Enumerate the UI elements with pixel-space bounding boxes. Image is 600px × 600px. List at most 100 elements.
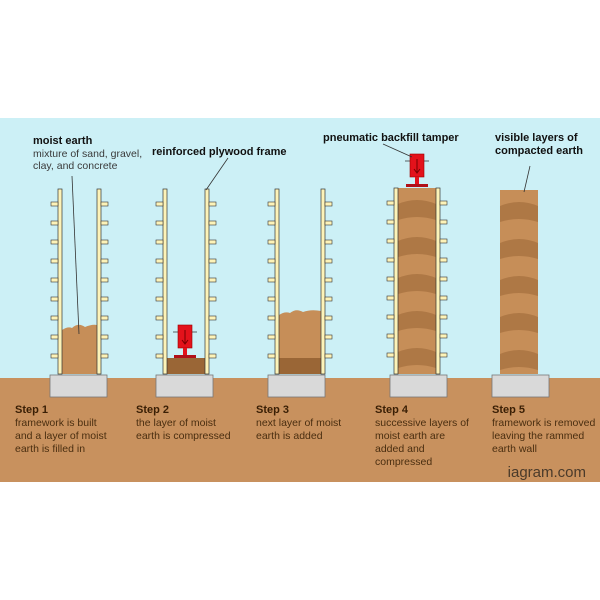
- frame-rung: [324, 220, 333, 226]
- step-text: earth is added: [256, 430, 323, 442]
- frame-rung: [50, 258, 59, 264]
- step-title: Step 3: [256, 404, 290, 416]
- frame-rung: [208, 353, 217, 359]
- frame-rung: [50, 296, 59, 302]
- frame-rung: [439, 352, 448, 358]
- earth-layer: [398, 274, 436, 294]
- earth-layer: [500, 202, 538, 222]
- frame-rung: [324, 334, 333, 340]
- tamper-label: pneumatic backfill tamper: [323, 132, 459, 145]
- plywood-frame-title: reinforced plywood frame: [152, 146, 287, 158]
- frame-rung: [386, 200, 395, 206]
- frame-rung: [386, 219, 395, 225]
- step-5-caption: Step 5 framework is removed leaving the …: [492, 404, 595, 456]
- frame-rung: [155, 239, 164, 245]
- step-title: Step 2: [136, 404, 170, 416]
- frame-post: [96, 188, 102, 375]
- frame-rung: [386, 257, 395, 263]
- step-text: compressed: [375, 456, 433, 468]
- earth-layer: [398, 200, 436, 220]
- frame-post: [57, 188, 63, 375]
- frame-leader-line: [205, 157, 229, 191]
- step-text: framework is removed: [492, 417, 596, 429]
- frame-rung: [267, 220, 276, 226]
- step-text: framework is built: [15, 417, 97, 429]
- frame-rung: [267, 296, 276, 302]
- frame-rung: [439, 238, 448, 244]
- frame-rung: [267, 201, 276, 207]
- frame-post: [393, 187, 399, 375]
- frame-rung: [267, 353, 276, 359]
- frame-rung: [439, 219, 448, 225]
- frame-rung: [324, 315, 333, 321]
- compressed-earth: [167, 358, 205, 374]
- frame-rung: [50, 201, 59, 207]
- tamper-foot: [174, 355, 196, 358]
- step-3-caption: Step 3 next layer of moist earth is adde…: [256, 404, 341, 443]
- frame-rung: [155, 220, 164, 226]
- frame-rung: [208, 220, 217, 226]
- frame-rung: [267, 315, 276, 321]
- frame-rung: [50, 277, 59, 283]
- step-text: earth is filled in: [15, 443, 86, 455]
- frame-rung: [208, 239, 217, 245]
- frame-rung: [100, 258, 109, 264]
- frame-rung: [50, 239, 59, 245]
- moist-earth-desc: clay, and concrete: [33, 160, 118, 172]
- step-text: leaving the rammed: [492, 430, 585, 442]
- frame-rung: [208, 334, 217, 340]
- down-arrow-icon: [413, 159, 421, 174]
- frame-rung: [386, 352, 395, 358]
- step-1-caption: Step 1 framework is built and a layer of…: [15, 404, 107, 456]
- frame-rung: [155, 258, 164, 264]
- frame-rung: [324, 239, 333, 245]
- step-4-caption: Step 4 successive layers of moist earth …: [375, 404, 469, 469]
- visible-layers-title: compacted earth: [495, 144, 584, 157]
- tamper-shaft: [415, 177, 419, 184]
- frame-rung: [386, 238, 395, 244]
- frame-rung: [267, 334, 276, 340]
- earth-layer: [500, 239, 538, 259]
- frame-rung: [386, 295, 395, 301]
- down-arrow-icon: [181, 330, 189, 345]
- visible-layers-title: visible layers of: [495, 132, 578, 144]
- frame-rung: [439, 257, 448, 263]
- frame-rung: [324, 258, 333, 264]
- moist-earth-fill: [279, 310, 321, 358]
- concrete-footing: [491, 374, 550, 398]
- concrete-footing: [49, 374, 108, 398]
- frame-rung: [100, 334, 109, 340]
- concrete-footing: [389, 374, 448, 398]
- frame-rung: [155, 315, 164, 321]
- frame-rung: [439, 200, 448, 206]
- frame-rung: [439, 295, 448, 301]
- concrete-footing: [267, 374, 326, 398]
- frame-rung: [208, 315, 217, 321]
- frame-rung: [267, 277, 276, 283]
- frame-rung: [439, 333, 448, 339]
- tamper-foot: [406, 184, 428, 187]
- frame-post: [320, 188, 326, 375]
- frame-rung: [155, 296, 164, 302]
- frame-rung: [386, 314, 395, 320]
- frame-rung: [324, 353, 333, 359]
- step-text: next layer of moist: [256, 417, 342, 429]
- moist-earth-label: moist earth mixture of sand, gravel, cla…: [33, 135, 142, 173]
- frame-rung: [386, 333, 395, 339]
- step-text: earth wall: [492, 443, 537, 455]
- frame-rung: [324, 201, 333, 207]
- moist-earth-title: moist earth: [33, 135, 93, 147]
- moist-earth-desc: mixture of sand, gravel,: [33, 147, 143, 160]
- moist-earth-leader-line: [71, 175, 80, 335]
- frame-rung: [324, 277, 333, 283]
- frame-rung: [267, 239, 276, 245]
- frame-rung: [50, 315, 59, 321]
- frame-rung: [50, 220, 59, 226]
- earth-layer: [398, 237, 436, 257]
- moist-earth-fill: [62, 324, 97, 374]
- frame-rung: [155, 277, 164, 283]
- frame-rung: [50, 353, 59, 359]
- frame-rung: [386, 276, 395, 282]
